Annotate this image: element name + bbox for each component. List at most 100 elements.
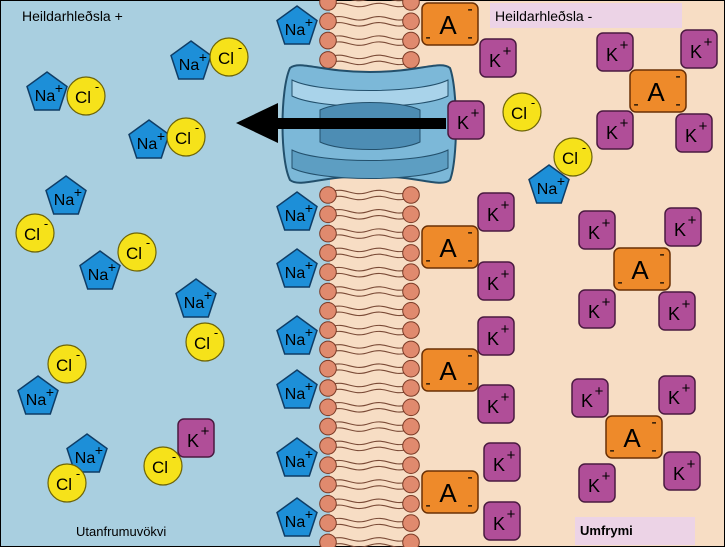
ion-symbol: Cl [562,149,578,168]
lipid-head-inner [402,263,420,282]
ion-symbol: K [690,42,702,62]
ion-charge: - [238,40,242,55]
phospholipid-pair [319,456,420,475]
ion-charge: - [531,95,535,110]
ion-symbol: K [588,223,600,243]
ion-symbol: Cl [194,334,210,353]
chloride-ion: Cl- [185,322,225,362]
phospholipid-pair [319,31,420,50]
chloride-ion: Cl- [502,92,542,132]
phospholipid-pair [319,533,420,547]
phospholipid-pair [319,0,420,11]
ion-charge: + [687,456,696,473]
sodium-ion: Na+ [79,250,121,290]
lipid-head-inner [402,321,420,339]
ion-symbol: Cl [126,244,142,263]
lipid-tail [328,286,410,297]
sodium-ion: Na+ [17,375,59,415]
ion-symbol: A [439,356,457,386]
ion-charge: + [602,468,611,485]
ion-charge: - [467,29,472,46]
lipid-head-outer [319,495,337,513]
lipid-head-inner [402,359,420,378]
ion-charge: - [467,252,472,269]
ion-symbol: K [493,455,505,475]
ion-symbol: K [493,514,505,534]
ion-symbol: K [588,476,600,496]
ion-symbol: Cl [218,49,234,68]
ion-charge: + [699,118,708,135]
chloride-ion: Cl- [553,137,593,177]
lipid-tail [328,247,410,259]
ion-charge: - [425,497,430,514]
potassium-ion: K+ [477,316,515,356]
ion-charge: - [675,68,680,85]
ion-charge: + [602,215,611,232]
sodium-ion: Na+ [276,497,318,537]
sodium-ion: Na+ [276,248,318,288]
potassium-ion: K+ [477,261,515,301]
lipid-head-outer [319,205,337,224]
lipid-head-inner [402,379,420,397]
lipid-tail [328,189,410,201]
ion-charge: + [201,423,210,440]
ion-symbol: K [489,51,501,71]
lipid-head-inner [402,12,420,31]
ion-charge: + [305,200,313,216]
ion-symbol: A [647,77,665,107]
anion-protein: A--- [629,68,687,113]
ion-charge: + [557,173,565,189]
ion-charge: + [507,447,516,464]
ion-charge: + [55,80,63,96]
ion-symbol: Na [285,208,306,225]
ion-symbol: K [187,431,199,451]
phospholipid-pair [319,263,420,282]
ion-symbol: K [668,304,680,324]
phospholipid-pair [319,514,420,532]
lipid-head-outer [319,186,337,204]
potassium-ion: K+ [177,418,215,458]
ion-symbol: K [487,274,499,294]
lipid-head-inner [402,0,420,11]
anion-protein: A--- [421,224,479,269]
ion-charge: + [682,296,691,313]
chloride-ion: Cl- [15,213,55,253]
ion-charge: - [146,235,150,250]
outside-charge-label: Heildarhleðsla + [22,8,123,24]
ion-charge: - [76,466,80,481]
ion-charge: + [305,14,313,30]
ion-charge: - [467,375,472,392]
ion-charge: + [204,287,212,303]
inside-charge-label-box [490,3,682,28]
ion-charge: + [620,115,629,132]
ion-symbol: Cl [75,88,91,107]
ion-charge: + [305,378,313,394]
lipid-head-outer [319,514,337,532]
potassium-ion: K+ [578,463,616,503]
ion-charge: - [172,449,176,464]
ion-symbol: A [439,478,457,508]
ion-charge: - [651,442,656,459]
ion-symbol: K [487,397,499,417]
phospholipid-pair [319,321,420,339]
lipid-head-inner [402,205,420,224]
ion-charge: + [501,197,510,214]
lipid-head-inner [402,475,420,494]
cytoplasm-label-box [575,517,695,545]
potassium-ion: K+ [663,451,701,491]
ion-symbol: K [606,123,618,143]
ion-charge: + [507,506,516,523]
ion-charge: - [425,375,430,392]
ion-symbol: Na [537,181,558,198]
lipid-tail [328,421,410,432]
potassium-ion: K+ [578,210,616,250]
ion-charge: - [425,252,430,269]
anion-protein: A--- [421,347,479,392]
ion-charge: - [659,274,664,291]
lipid-tail [328,517,410,529]
ion-charge: - [659,246,664,263]
lipid-tail [328,537,410,547]
phospholipid-pair [319,417,420,436]
potassium-ion: K+ [658,375,696,415]
anion-protein: A--- [421,1,479,46]
